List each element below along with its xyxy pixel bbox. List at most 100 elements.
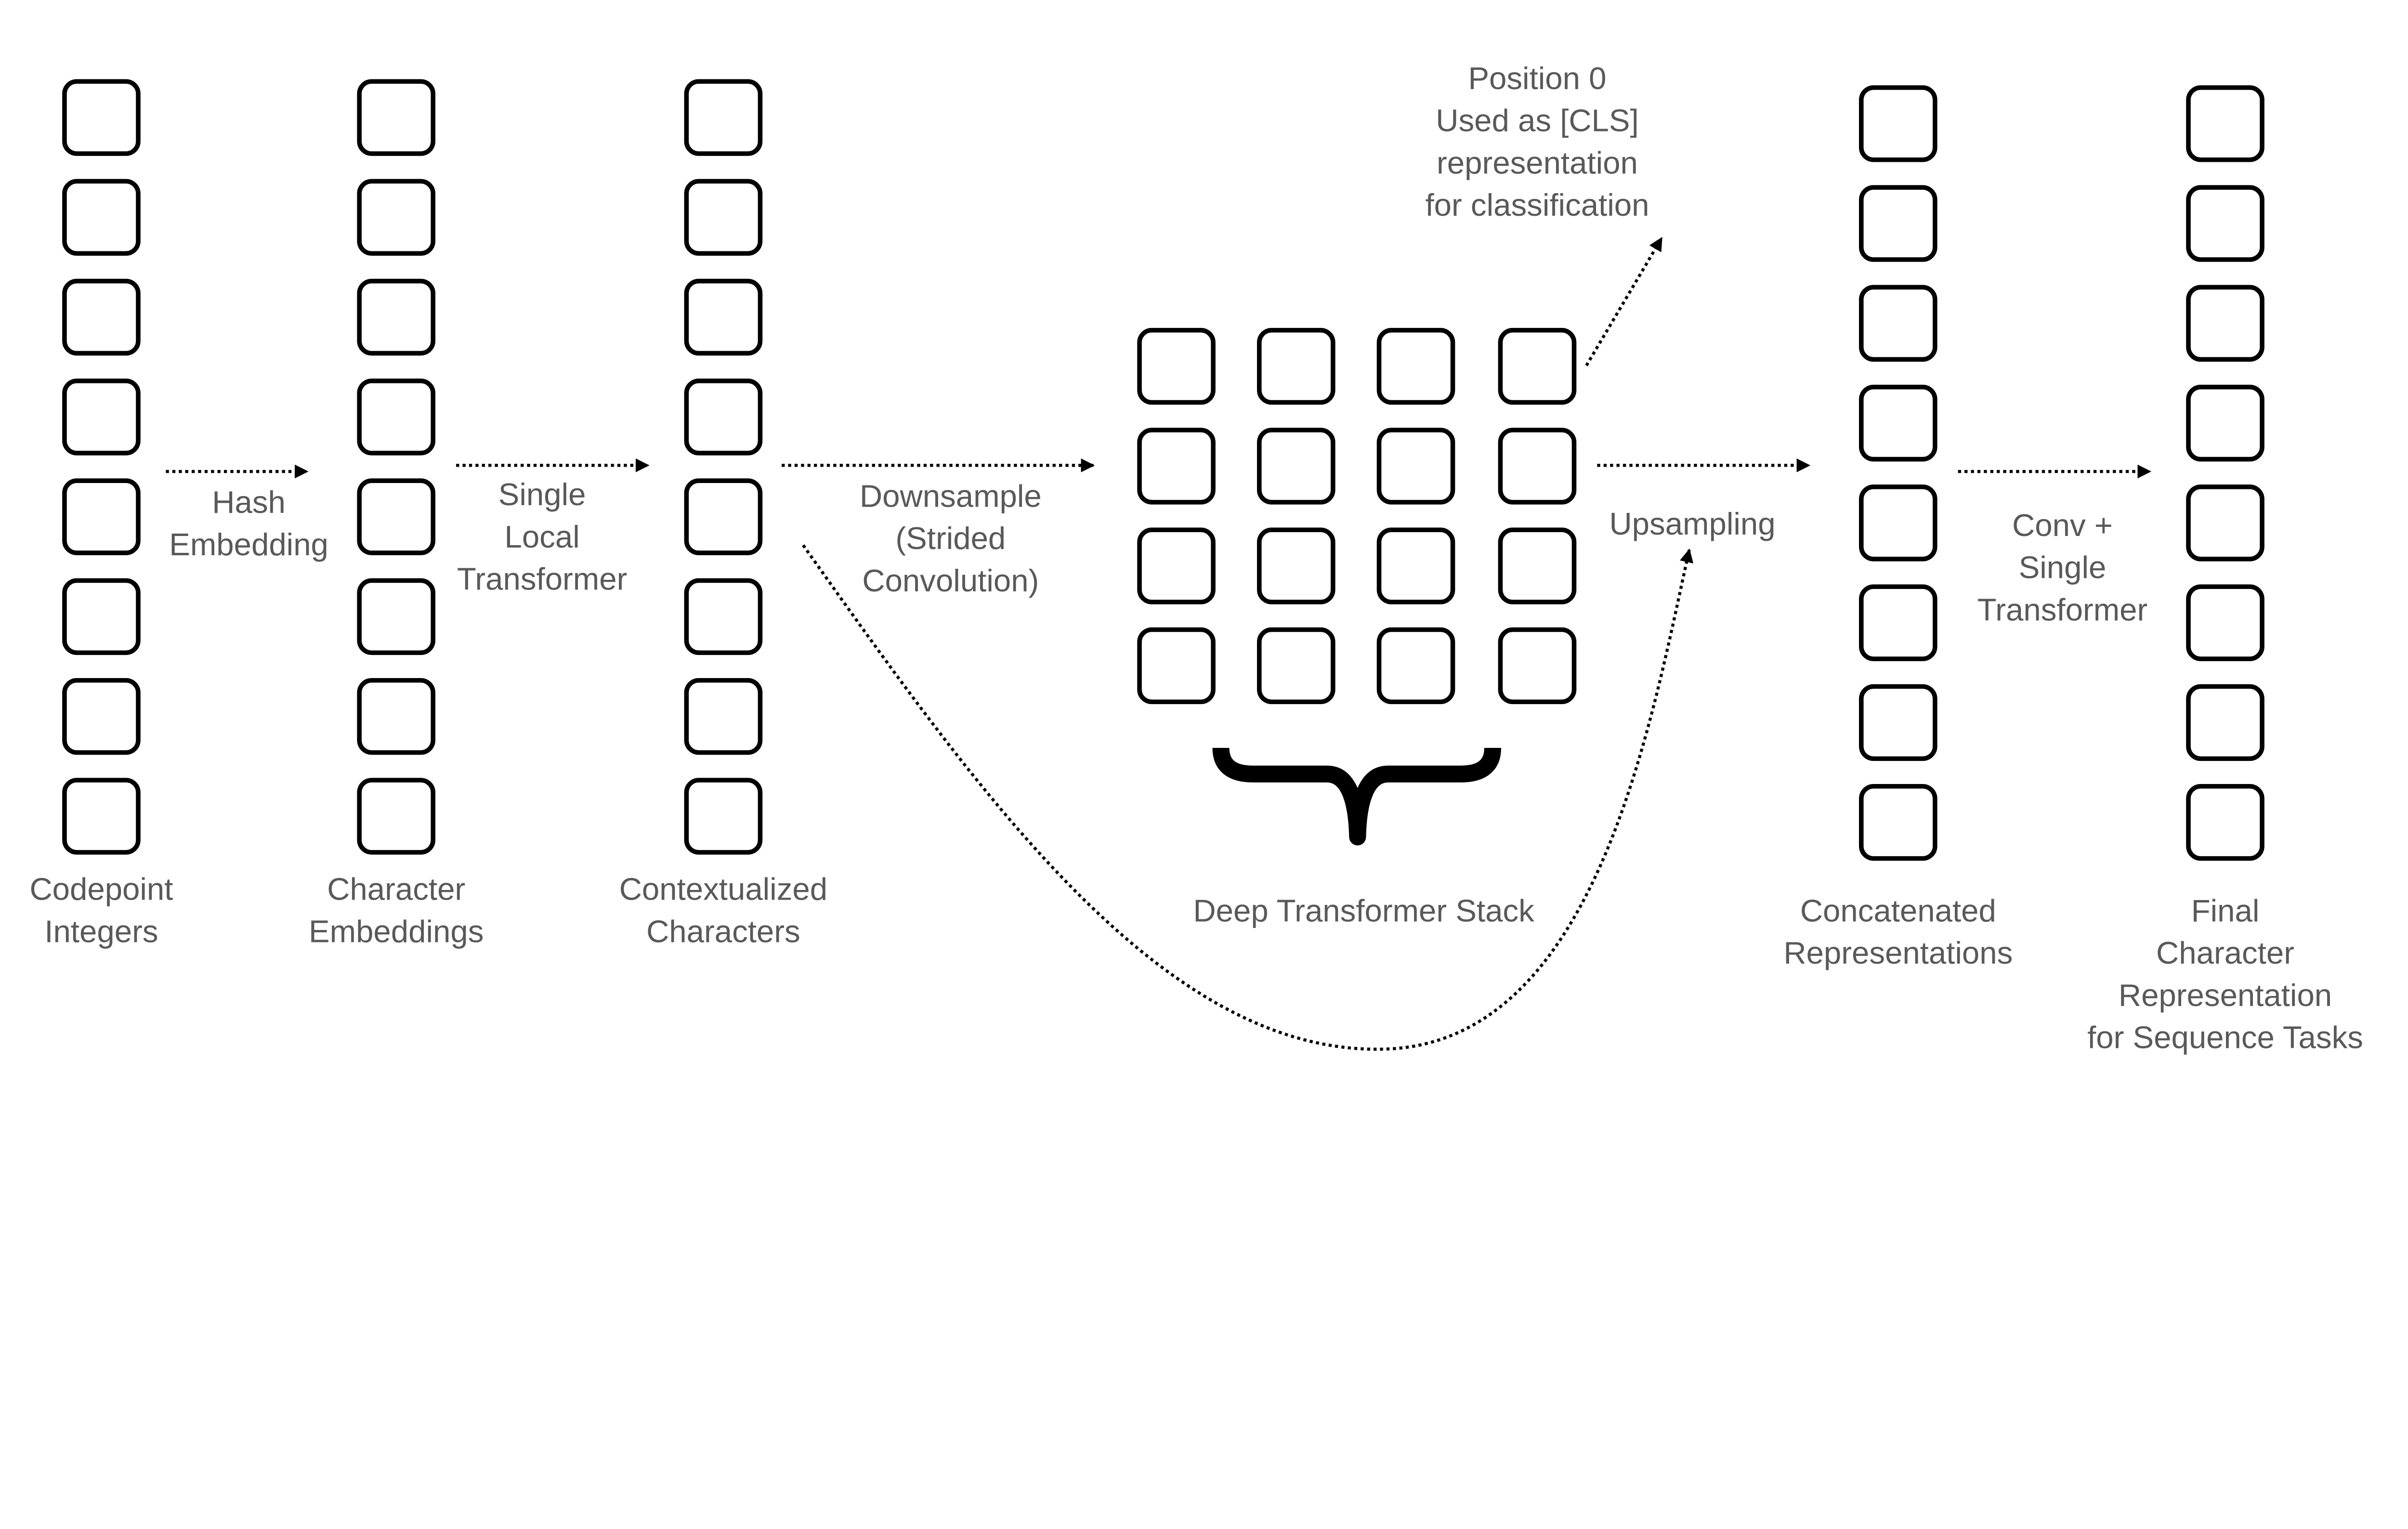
latent-box xyxy=(1498,327,1577,405)
edge-label-upsampling: Upsampling xyxy=(1609,506,1775,541)
edge-label-conv-single-transformer-line: Single xyxy=(2019,550,2107,585)
token-box xyxy=(2186,384,2264,462)
latent-box xyxy=(1257,527,1335,604)
column-label-final-line: Final xyxy=(2191,893,2260,928)
edge-label-single-local-transformer-line: Local xyxy=(505,519,580,554)
edge-label-conv-single-transformer-line: Transformer xyxy=(1977,592,2147,627)
token-box xyxy=(357,179,436,256)
column-label-char-emb-line: Embeddings xyxy=(309,914,484,949)
token-box xyxy=(62,678,141,755)
column-label-final-line: for Sequence Tasks xyxy=(2087,1019,2363,1055)
column-char-emb xyxy=(357,79,436,855)
token-box xyxy=(357,578,436,655)
token-box xyxy=(1859,85,1937,162)
column-contextualized xyxy=(684,79,763,855)
token-box xyxy=(684,578,763,655)
edge-label-single-local-transformer-line: Single xyxy=(498,477,586,512)
token-box xyxy=(1859,185,1937,262)
latent-box xyxy=(1137,627,1216,705)
column-label-char-emb-line: Character xyxy=(327,872,465,907)
token-box xyxy=(2186,185,2264,262)
cls-note: Position 0 Used as [CLS] representation for… xyxy=(1425,61,1649,222)
token-box xyxy=(357,678,436,755)
cls-note-line: Position 0 xyxy=(1468,61,1606,96)
column-final xyxy=(2186,85,2264,861)
token-box xyxy=(2186,484,2264,562)
latent-box xyxy=(1376,627,1455,705)
edge-label-conv-single-transformer-line: Conv + xyxy=(2012,508,2113,543)
token-box xyxy=(357,478,436,555)
column-codepoint xyxy=(62,79,141,855)
column-label-final-line: Character xyxy=(2156,935,2294,970)
latent-box xyxy=(1137,428,1216,505)
arrow-cls xyxy=(1585,236,1663,366)
cls-note-line: representation xyxy=(1437,145,1638,180)
latent-box xyxy=(1498,627,1577,705)
token-box xyxy=(2186,684,2264,761)
diagram-shapes xyxy=(62,79,2264,1051)
token-box xyxy=(62,179,141,256)
token-box xyxy=(62,478,141,555)
latent-box xyxy=(1257,428,1335,505)
token-box xyxy=(357,778,436,855)
latent-box xyxy=(1376,527,1455,604)
token-box xyxy=(62,778,141,855)
token-box xyxy=(62,79,141,156)
token-box xyxy=(684,778,763,855)
token-box xyxy=(62,578,141,655)
token-box xyxy=(1859,384,1937,462)
column-label-contextualized-line: Characters xyxy=(646,914,800,949)
edge-label-upsampling-line: Upsampling xyxy=(1609,506,1775,541)
token-box xyxy=(2186,85,2264,162)
token-box xyxy=(684,79,763,156)
arrow-residual-connection xyxy=(802,544,1694,1051)
grid-label-line: Deep Transformer Stack xyxy=(1193,893,1534,928)
deep-transformer-grid xyxy=(1137,327,1577,705)
column-concatenated xyxy=(1859,85,1937,861)
column-label-contextualized-line: Contextualized xyxy=(619,872,827,907)
token-box xyxy=(1859,584,1937,661)
column-label-concatenated-line: Concatenated xyxy=(1800,893,1996,928)
latent-box xyxy=(1137,527,1216,604)
diagram-labels: CodepointIntegersCharacterEmbeddingsCont… xyxy=(29,61,2363,1055)
token-box xyxy=(684,678,763,755)
latent-box xyxy=(1137,327,1216,405)
token-box xyxy=(1859,684,1937,761)
token-box xyxy=(1859,285,1937,362)
canine-architecture-diagram: CodepointIntegersCharacterEmbeddingsCont… xyxy=(29,61,2363,1055)
token-box xyxy=(2186,285,2264,362)
token-box xyxy=(684,278,763,356)
curly-brace-icon xyxy=(1212,747,1502,846)
token-box xyxy=(62,278,141,356)
edge-label-single-local-transformer-line: Transformer xyxy=(457,562,627,597)
token-box xyxy=(357,278,436,356)
edge-label-downsample-line: Convolution) xyxy=(862,563,1039,598)
edge-label-downsample-line: Downsample xyxy=(860,478,1042,513)
token-box xyxy=(357,379,436,456)
edge-label-hash-embedding-line: Hash xyxy=(212,484,286,520)
token-box xyxy=(2186,784,2264,861)
latent-box xyxy=(1257,627,1335,705)
latent-box xyxy=(1498,428,1577,505)
edge-label-hash-embedding-line: Embedding xyxy=(169,527,328,562)
cls-note-line: for classification xyxy=(1425,187,1649,222)
token-box xyxy=(1859,484,1937,562)
cls-note-line: Used as [CLS] xyxy=(1436,103,1638,138)
token-box xyxy=(62,379,141,456)
column-label-codepoint-line: Integers xyxy=(44,914,158,949)
edge-label-downsample-line: (Strided xyxy=(895,521,1006,556)
token-box xyxy=(684,179,763,256)
grid-label: Deep Transformer Stack xyxy=(1193,893,1534,928)
latent-box xyxy=(1376,428,1455,505)
column-label-final-line: Representation xyxy=(2119,978,2332,1013)
column-label-concatenated-line: Representations xyxy=(1783,935,2013,970)
